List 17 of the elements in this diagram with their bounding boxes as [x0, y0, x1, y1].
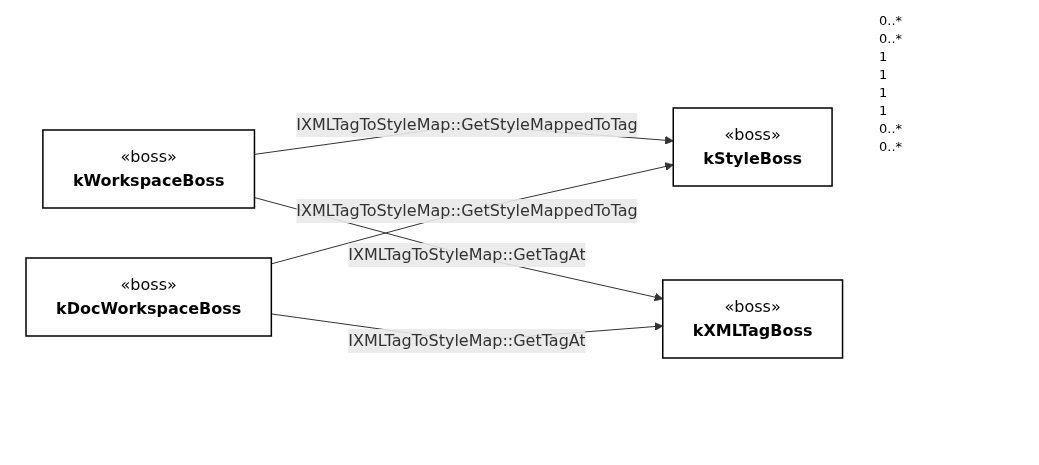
multiplicity-label: 0..* — [879, 139, 904, 154]
edge-label: IXMLTagToStyleMap::GetStyleMappedToTag — [296, 114, 638, 134]
multiplicity-label: 1 — [879, 103, 889, 118]
edge-label: IXMLTagToStyleMap::GetTagAt — [348, 330, 586, 350]
multiplicity-label: 1 — [879, 85, 889, 100]
multiplicity-label: 0..* — [879, 13, 904, 28]
node-box: «boss» kWorkspaceBoss — [42, 128, 256, 209]
edge-label: IXMLTagToStyleMap::GetTagAt — [348, 244, 586, 264]
multiplicity-label: 1 — [879, 67, 889, 82]
node-box: «boss» kXMLTagBoss — [662, 278, 844, 359]
edge-label: IXMLTagToStyleMap::GetStyleMappedToTag — [296, 200, 638, 220]
multiplicity-label: 1 — [879, 49, 889, 64]
multiplicity-label: 0..* — [879, 31, 904, 46]
node-box: «boss» kStyleBoss — [672, 106, 834, 187]
node-box: «boss» kDocWorkspaceBoss — [25, 256, 273, 337]
arrow — [271, 161, 674, 264]
multiplicity-label: 0..* — [879, 121, 904, 136]
